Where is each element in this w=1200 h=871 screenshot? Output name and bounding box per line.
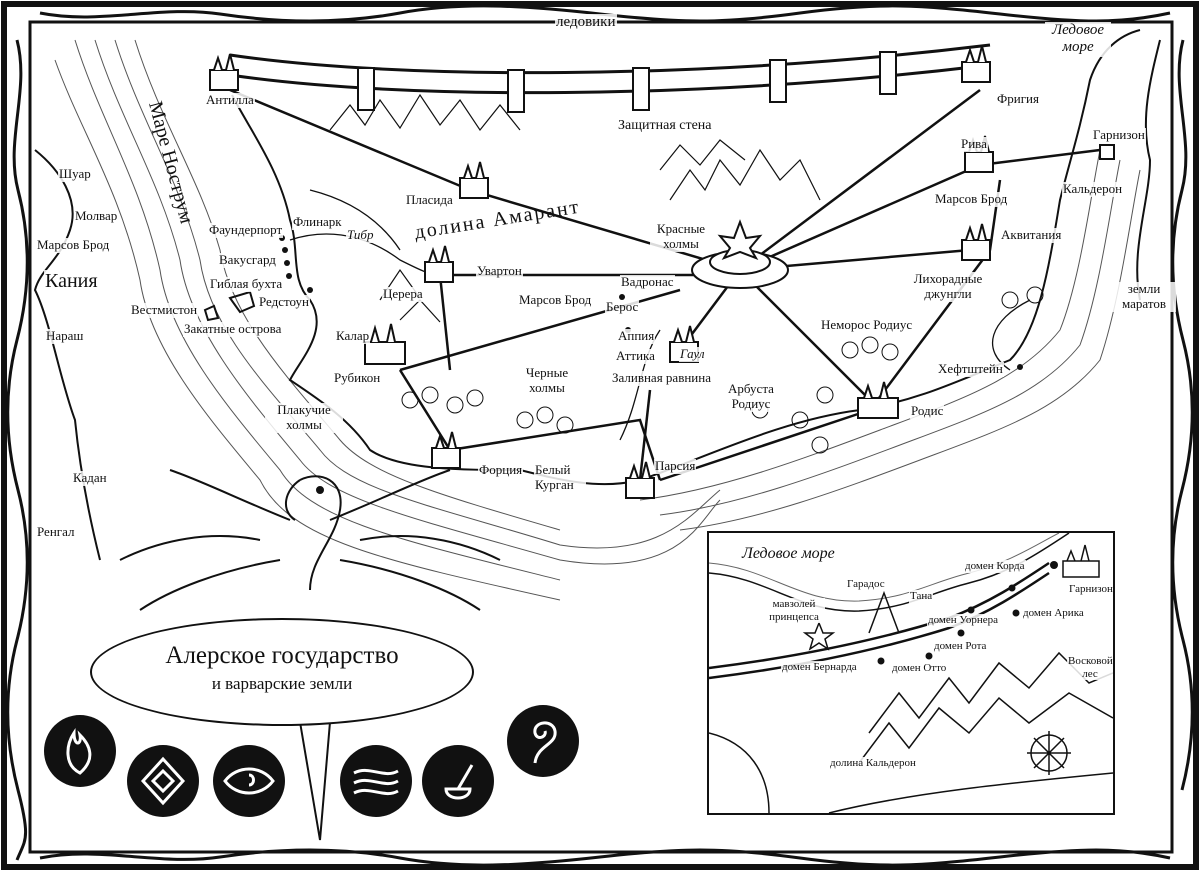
label-appia: Аппия [617,328,656,344]
earth-emblem-icon [127,745,199,817]
inset-garados: Гарадос [846,578,886,591]
inset-korda: домен Корда [964,560,1026,573]
label-narash: Нараш [45,328,85,344]
label-molvar: Молвар [74,208,119,224]
label-uvarton: Увартон [476,263,523,279]
label-arbusta-rodius: Арбуста Родиус [716,381,786,412]
label-mars-ford-east: Марсов Брод [934,191,1009,207]
inset-wax-forest: Восковой лес [1067,655,1113,681]
map-title: Алерское государство [165,642,399,669]
inset-ice-sea: Ледовое море [741,545,836,564]
eagle-crest-icon [119,469,501,611]
metal-emblem-icon [507,705,579,777]
sea-contours [54,39,1141,601]
label-flood-plain: Заливная равнина [611,370,712,386]
label-black-hills: Черные холмы [515,365,579,396]
label-fever-jungle: Лихорадные джунгли [903,271,993,302]
inset-rota: домен Рота [933,640,988,653]
inset-calderon-valley: долина Кальдерон [829,757,917,770]
label-white-barrow: Белый Курган [534,462,586,493]
label-mars-ford-west: Марсов Брод [36,237,111,253]
air-emblem-icon [340,745,412,817]
inset-bernard: домен Бернарда [781,661,858,674]
label-weeping-hills: Плакучие холмы [265,402,343,433]
label-forcia: Форция [478,462,524,478]
forests [401,286,1044,454]
label-rodis: Родис [910,403,945,419]
label-placida: Пласида [405,192,454,208]
inset-garrison: Гарнизон [1068,583,1113,596]
label-garrison: Гарнизон [1092,127,1146,143]
label-antillus: Антилла [205,92,255,108]
label-gibla-bay: Гиблая бухта [209,276,284,292]
label-frigia: Фригия [996,91,1040,107]
fire-emblem-icon [44,715,116,787]
mountains [329,93,821,323]
label-rubicon: Рубикон [333,370,382,386]
label-shuar: Шуар [58,166,92,182]
label-beros: Берос [605,299,640,315]
label-rengal: Ренгал [36,524,76,540]
label-founderport: Фаундерпорт [208,222,284,238]
label-nemoros-rodius: Неморос Родиус [820,317,914,333]
water-emblem-icon [213,745,285,817]
label-kalar: Калар [335,328,371,344]
label-riva: Рива [960,136,988,152]
label-tiber: Тибр [346,227,375,243]
map-subtitle: и варварские земли [211,674,353,693]
inset-drawing [709,533,1113,813]
inset-otto: домен Отто [891,662,948,675]
label-glaciers: ледовики [555,14,617,32]
label-parcia: Парсия [654,458,697,474]
label-sunset-isles: Закатные острова [183,321,283,337]
inset-arika: домен Арика [1022,607,1085,620]
title-banner: Алерское государство и варварские земли [90,618,474,726]
banner-tail [299,721,331,841]
label-mars-ford-center: Марсов Брод [518,292,593,308]
label-marat-lands: земли маратов [1112,281,1176,312]
label-westmiston: Вестмистон [130,302,199,318]
wood-emblem-icon [422,745,494,817]
shield-wall [229,43,991,113]
label-vacusgard: Вакусгард [218,252,277,268]
label-attica: Аттика [615,348,656,364]
label-cerera: Церера [382,286,424,302]
inset-tana: Тана [909,590,934,603]
inset-mausoleum: мавзолей принцепса [763,598,825,624]
label-heftstein: Хефтштейн [937,361,1004,377]
label-kadan: Кадан [72,470,108,486]
label-red-hills: Красные холмы [650,221,712,252]
calderon-inset-map: Ледовое море Гарадос Тана домен Корда Га… [707,531,1115,815]
label-gaul: Гаул [679,346,706,362]
label-ice-sea: Ледовое море [1045,22,1111,57]
label-redstone: Редстоун [258,294,311,310]
alera-imperia-capital [691,219,789,289]
label-aquitania: Аквитания [1000,227,1063,243]
label-calderon: Кальдерон [1062,181,1124,197]
label-shield-wall: Защитная стена [617,118,713,135]
label-flinark: Флинарк [292,214,343,230]
label-vadronas: Вадронас [620,274,675,290]
inset-wourner: домен Уорнера [927,614,1000,627]
label-kania: Кания [44,270,99,293]
